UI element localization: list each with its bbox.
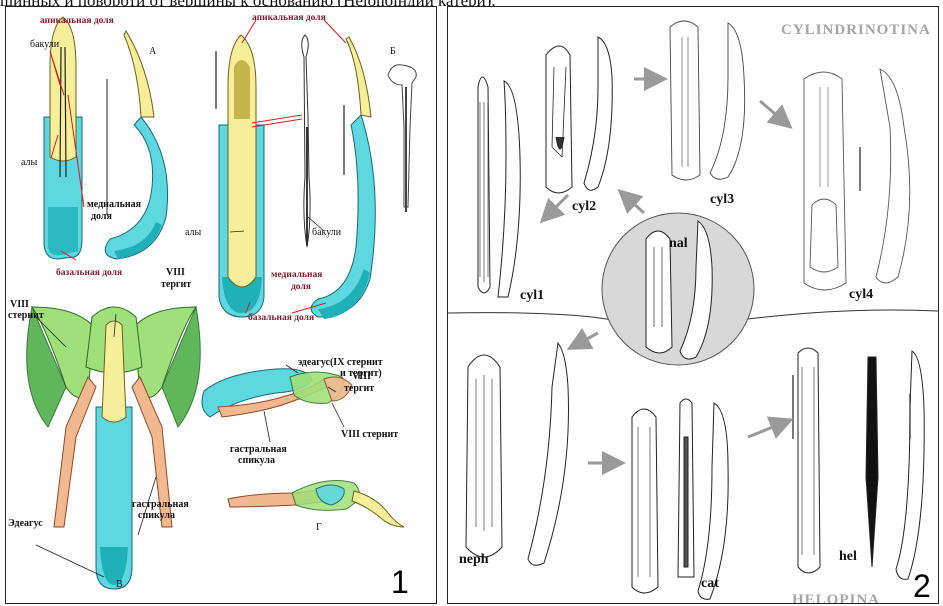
taxon-label-cyl3: cyl3 [710,192,734,207]
drawing-hel [798,348,924,579]
label-medial-a-2: доля [91,211,113,222]
panel-number-1: 1 [391,564,409,600]
label-apical-b: апикальная доля [252,13,326,23]
panel-2-phylogeny: CYLINDRINOTINA HELOPINA cyl1 cyl2 cyl3 c… [447,6,939,604]
taxon-label-cyl2: cyl2 [572,199,596,214]
label-medial-a-1: медиальная [87,199,142,210]
segment-v-drawing [27,307,201,589]
taxon-label-cyl1: cyl1 [520,288,544,303]
taxon-label-hel: hel [839,549,857,564]
label-aly-a: алы [21,157,38,168]
drawing-cyl3 [670,21,745,180]
panel-1-anatomy: апикальная доля бакули алы медиальная до… [5,6,437,604]
sublabel-v: В [116,579,123,590]
drawing-cyl1 [478,77,520,297]
label-gastral-v-1: гастральная [132,499,189,510]
drawing-cat [632,399,728,599]
label-viii-tergite-1: VIII [166,267,185,278]
sclerite-b-small [388,65,416,212]
aedeagus-a-dorsal [44,17,82,259]
label-basal-a: базальная доля [56,267,122,278]
label-aedeagus-v: Эдеагус [8,518,43,529]
label-basal-b: базальная доля [248,312,314,323]
label-gastral-v-2: спикула [138,510,175,521]
label-viii-sternite-1: VIII [10,299,29,310]
lateral-g-bottom [228,481,404,527]
label-viii-tergite-g-1: VIII [352,371,371,382]
drawing-cyl4 [804,69,910,290]
drawing-cyl2 [546,37,612,193]
label-bakuli-a: бакули [30,39,60,50]
taxon-label-neph: neph [459,552,489,567]
group-label-helopina: HELOPINA [792,592,880,603]
label-apical-a: апикальная доля [40,16,114,26]
panel-1-drawing: апикальная доля бакули алы медиальная до… [6,7,436,603]
taxon-label-nal: nal [669,236,688,251]
lateral-g-top [202,369,352,417]
sublabel-b: Б [390,46,396,57]
label-viii-sternite-g: VIII стернит [341,429,398,440]
sublabel-a: А [149,46,157,57]
label-viii-sternite-2: стернит [8,310,44,321]
drawing-neph [466,343,569,565]
label-medial-b-2: доля [291,282,311,292]
panel-2-drawing: CYLINDRINOTINA HELOPINA cyl1 cyl2 cyl3 c… [448,7,938,603]
taxon-label-cyl4: cyl4 [849,287,873,302]
label-viii-tergite-2: тергит [161,279,191,290]
label-viii-tergite-g-2: тергит [344,383,374,394]
label-bakuli-b: бакули [312,227,342,238]
aedeagus-a-lateral [105,31,167,259]
label-gastral-g-2: спикула [238,455,275,466]
bakuli-b-drawing [302,35,310,247]
panel-number-2: 2 [913,568,931,603]
label-aedeagus-g-1: эдеагус(IX стернит [298,357,383,368]
taxon-label-cat: cat [701,576,719,591]
label-medial-b-1: медиальная [271,270,322,280]
aedeagus-b-dorsal [219,35,264,317]
label-gastral-g-1: гастральная [230,444,287,455]
sublabel-g: Г [316,522,322,533]
label-aly-b: алы [185,227,202,238]
group-label-cylindrinotina: CYLINDRINOTINA [781,22,931,38]
